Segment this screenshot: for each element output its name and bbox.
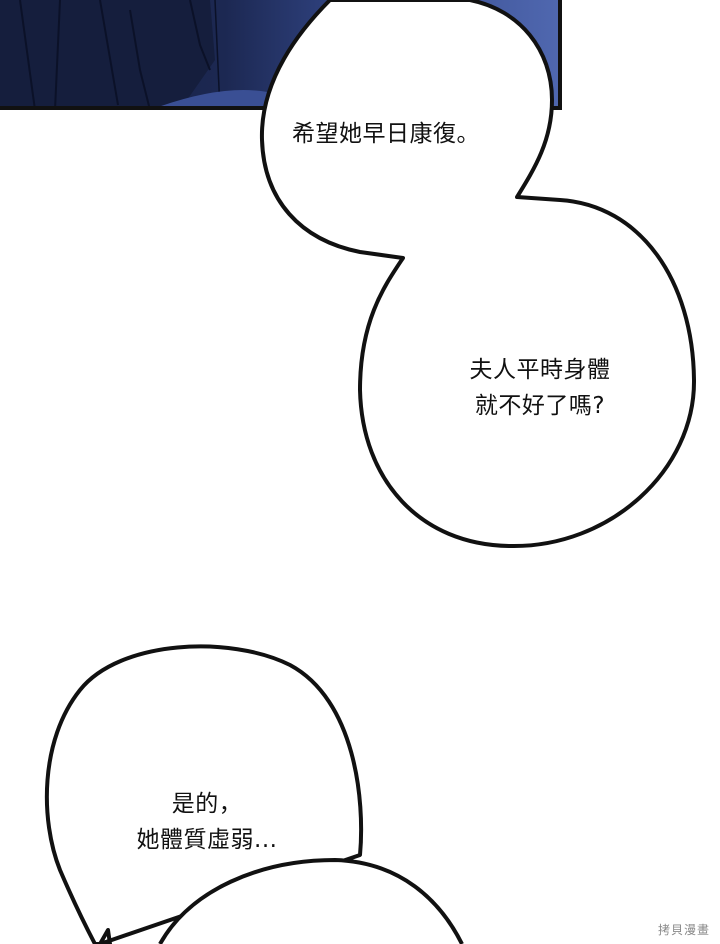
bubble-1-text: 希望她早日康復。 — [292, 121, 480, 147]
speech-bubble-1 — [259, 0, 697, 549]
speech-bubble-4 — [158, 857, 464, 944]
watermark: 拷貝漫畫 — [657, 923, 710, 937]
bubble-3-text: 是的， 她體質虛弱... — [136, 791, 278, 853]
bubble-2-text: 夫人平時身體 就不好了嗎? — [469, 357, 611, 419]
